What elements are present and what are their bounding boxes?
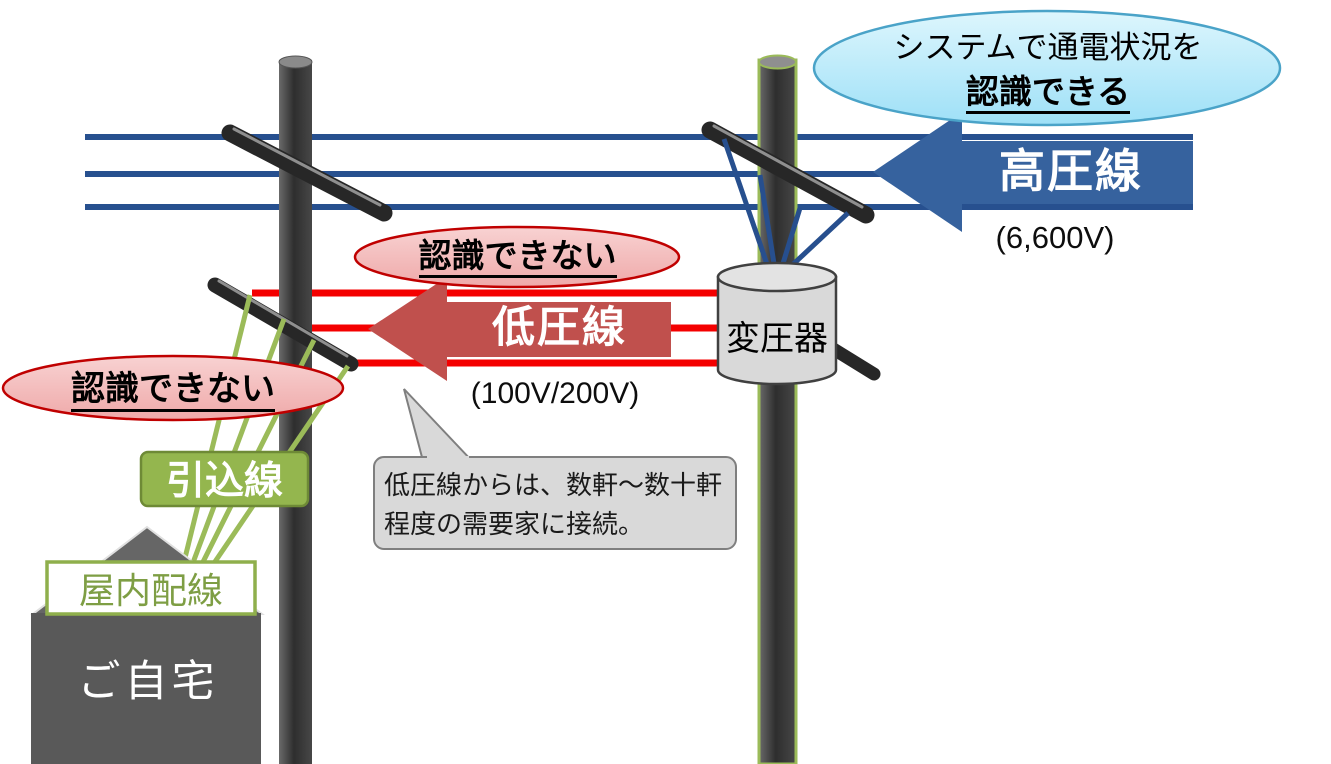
transformer-drop-line-4 xyxy=(785,211,850,272)
house-label: ご自宅 xyxy=(77,658,219,706)
service-line-label: 引込線 xyxy=(165,460,283,503)
system-bubble-line1: システムで通電状況を xyxy=(893,30,1203,65)
utility-pole-right-cap xyxy=(758,54,797,70)
cannot-recognize-lower-label: 認識できない xyxy=(8,368,338,413)
utility-pole-left-cap xyxy=(278,55,313,69)
house-body xyxy=(31,613,261,764)
callout-text: 低圧線からは、数軒〜数十軒程度の需要家に接続。 xyxy=(384,470,723,539)
crossarm-left-top xyxy=(221,124,393,222)
transformer-drop-line-3 xyxy=(778,207,803,271)
cannot-recognize-bubble-lower xyxy=(1,354,345,422)
indoor-wiring-label: 屋内配線 xyxy=(78,570,223,611)
system-bubble-line2: 認識できる xyxy=(822,72,1274,115)
transformer-label: 変圧器 xyxy=(726,320,828,358)
cannot-recognize-bubble-upper xyxy=(353,225,681,289)
crossarm-left-top-highlight xyxy=(232,127,382,207)
callout-seam-patch xyxy=(427,456,469,462)
low-voltage-arrow-label: 低圧線 xyxy=(492,304,627,352)
crossarm-left-mid-highlight xyxy=(217,279,349,358)
system-bubble-text: システムで通電状況を 認識できる xyxy=(822,28,1274,115)
service-line-badge xyxy=(139,450,310,508)
system-recognition-bubble xyxy=(812,9,1282,127)
transformer-cylinder-body xyxy=(716,275,838,386)
callout-box xyxy=(373,456,737,550)
service-drop-line-1 xyxy=(180,294,253,567)
crossarm-right-top-highlight xyxy=(712,124,864,209)
high-voltage-arrow-label: 高圧線 xyxy=(999,145,1143,197)
high-voltage-value: (6,600V) xyxy=(995,220,1115,255)
low-voltage-arrow xyxy=(368,277,671,381)
high-voltage-arrow xyxy=(873,112,1193,232)
low-voltage-value: (100V/200V) xyxy=(470,377,640,410)
transformer-drop-line-2 xyxy=(757,174,778,271)
transformer-drop-line-1 xyxy=(721,138,772,271)
transformer-cylinder-top xyxy=(716,261,838,293)
indoor-wiring-box xyxy=(45,560,257,616)
crossarm-right-top xyxy=(701,121,875,224)
cannot-recognize-upper-label: 認識できない xyxy=(360,236,675,279)
